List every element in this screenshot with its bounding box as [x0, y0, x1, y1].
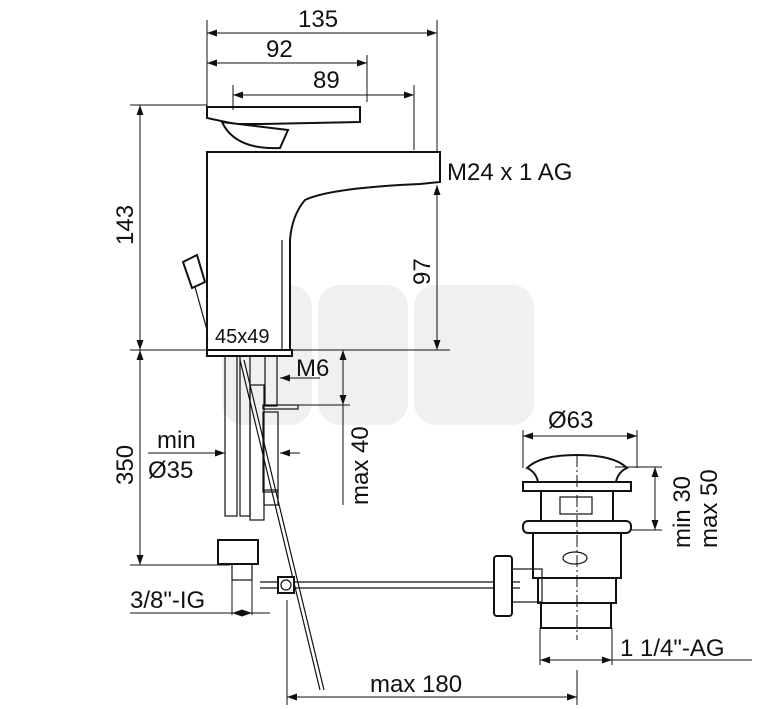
spout-thread-label: M24 x 1 AG — [447, 159, 572, 186]
hoses-and-fixing — [217, 355, 520, 691]
dim-97: 97 — [409, 258, 436, 285]
max-40-label: max 40 — [347, 426, 374, 505]
drain-thread-label: 1 1/4"-AG — [620, 635, 725, 662]
dim-135: 135 — [298, 6, 338, 33]
dim-92: 92 — [266, 36, 293, 63]
connection-label: 3/8"-IG — [130, 587, 205, 614]
dim-350: 350 — [112, 445, 139, 485]
drain-max-label: max 50 — [696, 469, 723, 548]
m6-label: M6 — [296, 355, 329, 382]
base-size-label: 45x49 — [215, 326, 270, 348]
dimension-lines — [130, 20, 752, 705]
hole-diameter-label: Ø35 — [148, 457, 193, 484]
dim-143: 143 — [112, 205, 139, 245]
rod-length-label: max 180 — [370, 671, 462, 698]
drain-min-label: min 30 — [669, 476, 696, 548]
drain-diameter-label: Ø63 — [548, 407, 593, 434]
faucet-body — [181, 106, 441, 357]
dim-89: 89 — [313, 67, 340, 94]
pop-up-drain — [493, 453, 632, 640]
hole-min-label: min — [157, 427, 196, 454]
